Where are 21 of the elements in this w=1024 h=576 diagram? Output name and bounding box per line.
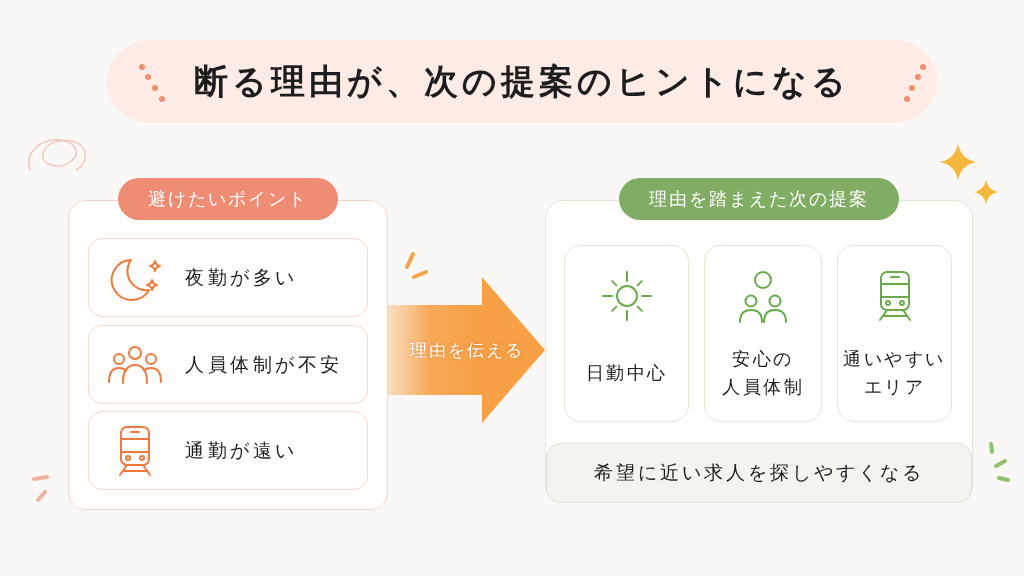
card-label: 日勤中心 — [585, 360, 668, 385]
proposal-card — [837, 245, 952, 422]
title: 断る理由が、次の提案のヒントになる — [194, 59, 850, 103]
panel-heading: 理由を踏まえた次の提案 — [619, 178, 899, 220]
concern-panel — [68, 178, 388, 510]
concern-card — [88, 238, 368, 317]
proposal-panel — [545, 178, 973, 503]
panel-heading: 避けたいポイント — [118, 178, 338, 220]
card-label: 夜勤が多い — [185, 264, 298, 290]
card-label: 人員体制が不安 — [185, 351, 343, 377]
concern-card — [88, 411, 368, 490]
concern-card — [88, 325, 368, 404]
edge-label: 理由を伝える — [409, 338, 524, 362]
card-label: 安心の人員体制 — [721, 346, 805, 399]
block-arrow — [388, 277, 545, 423]
result-banner — [546, 443, 972, 503]
card-label: 通いやすいエリア — [842, 346, 947, 399]
proposal-card — [564, 245, 689, 422]
card-label: 通勤が遠い — [185, 437, 298, 463]
result-text: 希望に近い求人を探しやすくなる — [594, 460, 924, 485]
proposal-card — [704, 245, 822, 422]
